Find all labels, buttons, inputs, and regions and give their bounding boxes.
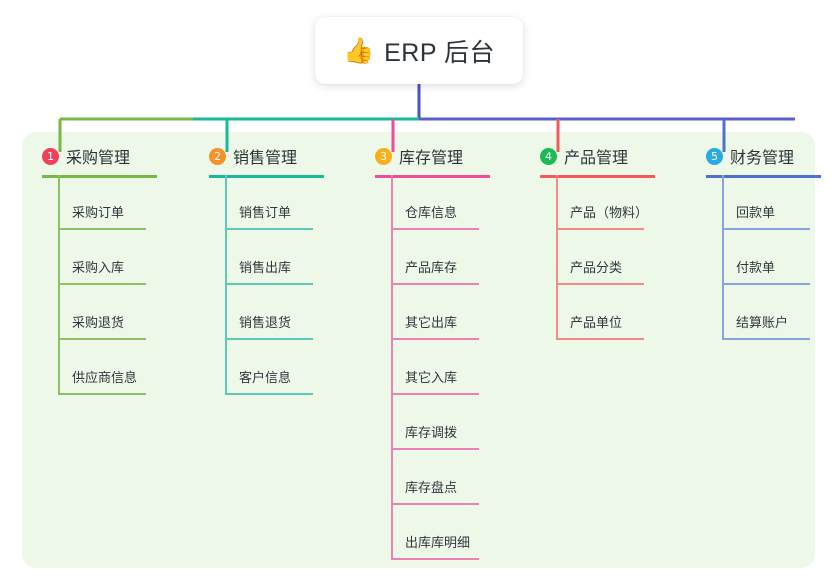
list-item-rule [556,283,644,285]
column-产品管理: 4 产品管理产品（物料） 产品分类产品单位 [530,143,655,340]
column-badge-5: 5 [706,147,723,165]
column-trunk-line [225,175,227,395]
list-item-label: 回款单 [736,205,776,220]
column-财务管理: 5 财务管理回款单付款单结算账户 [696,143,821,340]
list-item-label: 产品（物料） [570,205,649,220]
column-title: 库存管理 [399,150,464,167]
column-badge-2: 2 [209,147,226,165]
list-item-label: 供应商信息 [72,370,138,385]
list-item-label: 销售订单 [239,205,292,220]
list-item-rule [58,283,146,285]
list-item-rule [722,283,810,285]
list-item-label: 其它出库 [405,315,458,330]
root-node-title: ERP 后台 [384,38,496,67]
list-item-rule [722,228,810,230]
list-item-label: 其它入库 [405,370,458,385]
list-item-rule [391,558,479,560]
column-title: 销售管理 [233,150,298,167]
list-item-label: 库存盘点 [405,480,458,495]
list-item-label: 产品单位 [570,315,623,330]
column-库存管理: 3 库存管理仓库信息产品库存其它出库其它入库库存调拨库存盘点出库库明细 [365,143,490,560]
list-item-label: 付款单 [736,260,776,275]
list-item-rule [58,338,146,340]
column-badge-3: 3 [375,147,392,165]
list-item-label: 采购入库 [72,260,125,275]
column-header-销售管理[interactable]: 2 销售管理 [199,143,297,169]
list-item-rule [391,503,479,505]
thumbs-up-icon: 👍 [342,36,375,65]
column-header-产品管理[interactable]: 4 产品管理 [530,143,628,169]
list-item-rule [391,338,479,340]
column-header-rule [375,175,490,178]
diagram-background-panel [22,132,815,568]
list-item-label: 库存调拨 [405,425,458,440]
list-item-rule [391,228,479,230]
column-header-库存管理[interactable]: 3 库存管理 [365,143,463,169]
column-销售管理: 2 销售管理销售订单销售出库销售退货客户信息 [199,143,324,395]
column-header-rule [209,175,324,178]
list-item-rule [225,283,313,285]
list-item-label: 采购退货 [72,315,125,330]
list-item-rule [225,393,313,395]
column-badge-1: 1 [42,147,59,165]
list-item-label: 采购订单 [72,205,125,220]
list-item-label: 结算账户 [736,315,789,330]
list-item-rule [225,228,313,230]
column-trunk-line [391,175,393,560]
column-header-rule [540,175,655,178]
list-item-label: 产品分类 [570,260,623,275]
list-item-rule [391,448,479,450]
list-item-rule [556,338,644,340]
column-header-财务管理[interactable]: 5 财务管理 [696,143,794,169]
list-item-rule [722,338,810,340]
column-trunk-line [722,175,724,340]
list-item-rule [391,283,479,285]
list-item-label: 仓库信息 [405,205,458,220]
list-item-rule [556,228,644,230]
column-header-采购管理[interactable]: 1 采购管理 [32,143,130,169]
column-title: 财务管理 [730,150,795,167]
list-item-label: 销售退货 [239,315,292,330]
column-采购管理: 1 采购管理采购订单采购入库采购退货供应商信息 [32,143,157,395]
column-badge-4: 4 [540,147,557,165]
list-item-label: 客户信息 [239,370,292,385]
list-item-label: 出库库明细 [405,535,471,550]
list-item-label: 销售出库 [239,260,292,275]
root-node-card[interactable]: 👍 ERP 后台 [315,17,523,84]
column-trunk-line [556,175,558,340]
list-item-rule [58,393,146,395]
column-header-rule [42,175,157,178]
column-title: 采购管理 [66,150,131,167]
column-trunk-line [58,175,60,395]
column-title: 产品管理 [564,150,629,167]
list-item-rule [58,228,146,230]
list-item-rule [391,393,479,395]
list-item-rule [225,338,313,340]
list-item-label: 产品库存 [405,260,458,275]
column-header-rule [706,175,821,178]
